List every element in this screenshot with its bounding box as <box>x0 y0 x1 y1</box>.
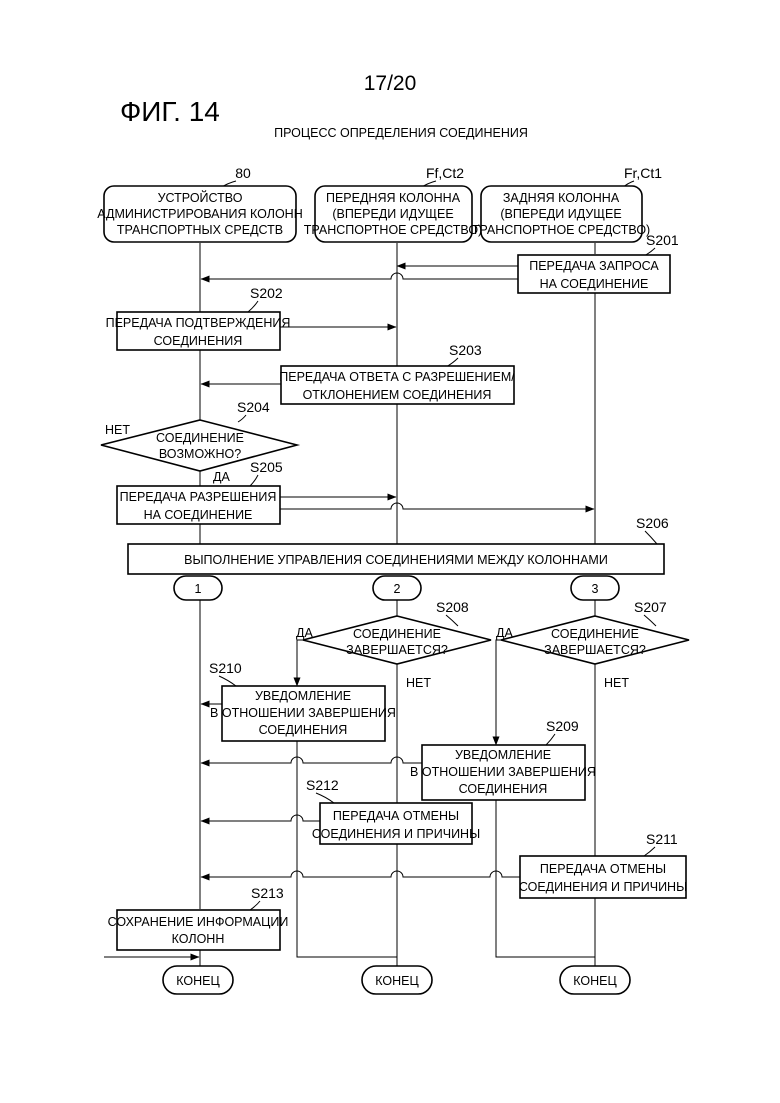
connector-3: 3 <box>571 576 619 600</box>
step-box-s202: ПЕРЕДАЧА ПОДТВЕРЖДЕНИЯ СОЕДИНЕНИЯ <box>106 312 291 350</box>
lane-title-line: (ВПЕРЕДИ ИДУЩЕЕ <box>500 207 621 221</box>
step-ref-s211: S211 <box>646 831 678 847</box>
step-ref-s206: S206 <box>636 515 669 531</box>
step-ref-s205: S205 <box>250 459 283 475</box>
lane-title-line: ЗАДНЯЯ КОЛОННА <box>503 191 620 205</box>
step-text-line: НА СОЕДИНЕНИЕ <box>144 508 253 522</box>
step-text-line: ПЕРЕДАЧА ОТВЕТА С РАЗРЕШЕНИЕМ/ <box>279 370 515 384</box>
decision-s207: СОЕДИНЕНИЕ ЗАВЕРШАЕТСЯ? <box>501 616 689 664</box>
step-text-line: СОЕДИНЕНИЯ И ПРИЧИНЫ <box>312 827 480 841</box>
lane-title-line: ТРАНСПОРТНОЕ СРЕДСТВО) <box>304 223 482 237</box>
figure-label: ФИГ. 14 <box>120 96 220 127</box>
decision-text-line: ВОЗМОЖНО? <box>159 447 241 461</box>
step-text-line: СОХРАНЕНИЕ ИНФОРМАЦИИ <box>108 915 289 929</box>
step-ref-s201: S201 <box>646 232 679 248</box>
end-label: КОНЕЦ <box>375 974 419 988</box>
decision-text-line: СОЕДИНЕНИЕ <box>353 627 441 641</box>
decision-text-line: СОЕДИНЕНИЕ <box>156 431 244 445</box>
connector-label: 1 <box>195 582 202 596</box>
decision-text-line: СОЕДИНЕНИЕ <box>551 627 639 641</box>
decision-no-label-s204: НЕТ <box>105 423 130 437</box>
end-terminal-1: КОНЕЦ <box>163 966 233 994</box>
lane-header-front-platoon: ПЕРЕДНЯЯ КОЛОННА (ВПЕРЕДИ ИДУЩЕЕ ТРАНСПО… <box>304 186 482 242</box>
decision-yes-label-s204: ДА <box>213 470 230 484</box>
lane-ref-administration: 80 <box>235 165 251 181</box>
step-box-s206: ВЫПОЛНЕНИЕ УПРАВЛЕНИЯ СОЕДИНЕНИЯМИ МЕЖДУ… <box>128 544 664 574</box>
step-text-line: НА СОЕДИНЕНИЕ <box>540 277 649 291</box>
step-ref-s202: S202 <box>250 285 283 301</box>
step-text-line: КОЛОНН <box>172 932 225 946</box>
step-text-line: ПЕРЕДАЧА РАЗРЕШЕНИЯ <box>120 490 277 504</box>
step-ref-s207: S207 <box>634 599 667 615</box>
step-ref-s209: S209 <box>546 718 579 734</box>
connector-label: 2 <box>394 582 401 596</box>
step-text-line: УВЕДОМЛЕНИЕ <box>255 689 351 703</box>
step-text-line: СОЕДИНЕНИЯ <box>459 782 548 796</box>
step-box-s211: ПЕРЕДАЧА ОТМЕНЫ СОЕДИНЕНИЯ И ПРИЧИНЫ <box>519 856 687 898</box>
step-box-s203: ПЕРЕДАЧА ОТВЕТА С РАЗРЕШЕНИЕМ/ ОТКЛОНЕНИ… <box>279 366 515 404</box>
lane-header-rear-platoon: ЗАДНЯЯ КОЛОННА (ВПЕРЕДИ ИДУЩЕЕ ТРАНСПОРТ… <box>472 186 650 242</box>
lane-title-line: УСТРОЙСТВО <box>158 190 243 205</box>
end-label: КОНЕЦ <box>176 974 220 988</box>
step-ref-s210: S210 <box>209 660 242 676</box>
step-text-line: СОЕДИНЕНИЯ И ПРИЧИНЫ <box>519 880 687 894</box>
step-box-s212: ПЕРЕДАЧА ОТМЕНЫ СОЕДИНЕНИЯ И ПРИЧИНЫ <box>312 803 480 844</box>
lane-header-administration: УСТРОЙСТВО АДМИНИСТРИРОВАНИЯ КОЛОНН ТРАН… <box>97 186 302 242</box>
step-box-s213: СОХРАНЕНИЕ ИНФОРМАЦИИ КОЛОНН <box>108 910 289 950</box>
step-ref-s212: S212 <box>306 777 339 793</box>
step-ref-s203: S203 <box>449 342 482 358</box>
step-box-s209: УВЕДОМЛЕНИЕ В ОТНОШЕНИИ ЗАВЕРШЕНИЯ СОЕДИ… <box>410 745 596 800</box>
connector-1: 1 <box>174 576 222 600</box>
lane-ref-front-platoon: Ff,Ct2 <box>426 165 464 181</box>
step-text-line: ОТКЛОНЕНИЕМ СОЕДИНЕНИЯ <box>303 388 492 402</box>
decision-text-line: ЗАВЕРШАЕТСЯ? <box>544 643 646 657</box>
step-text-line: ВЫПОЛНЕНИЕ УПРАВЛЕНИЯ СОЕДИНЕНИЯМИ МЕЖДУ… <box>184 553 608 567</box>
lane-title-line: АДМИНИСТРИРОВАНИЯ КОЛОНН <box>97 207 302 221</box>
step-ref-s204: S204 <box>237 399 270 415</box>
connector-2: 2 <box>373 576 421 600</box>
step-text-line: В ОТНОШЕНИИ ЗАВЕРШЕНИЯ <box>410 765 596 779</box>
page-number: 17/20 <box>364 72 417 95</box>
end-terminal-3: КОНЕЦ <box>560 966 630 994</box>
process-title: ПРОЦЕСС ОПРЕДЕЛЕНИЯ СОЕДИНЕНИЯ <box>274 126 528 140</box>
end-terminal-2: КОНЕЦ <box>362 966 432 994</box>
step-text-line: СОЕДИНЕНИЯ <box>259 723 348 737</box>
step-text-line: ПЕРЕДАЧА ОТМЕНЫ <box>540 862 666 876</box>
step-box-s210: УВЕДОМЛЕНИЕ В ОТНОШЕНИИ ЗАВЕРШЕНИЯ СОЕДИ… <box>210 686 396 741</box>
lane-title-line: ПЕРЕДНЯЯ КОЛОННА <box>326 191 461 205</box>
step-text-line: СОЕДИНЕНИЯ <box>154 334 243 348</box>
decision-s208: СОЕДИНЕНИЕ ЗАВЕРШАЕТСЯ? <box>303 616 491 664</box>
decision-no-label-s208: НЕТ <box>406 676 431 690</box>
step-ref-s208: S208 <box>436 599 469 615</box>
connector-label: 3 <box>592 582 599 596</box>
step-text-line: ПЕРЕДАЧА ОТМЕНЫ <box>333 809 459 823</box>
lane-title-line: ТРАНСПОРТНЫХ СРЕДСТВ <box>117 223 283 237</box>
step-text-line: В ОТНОШЕНИИ ЗАВЕРШЕНИЯ <box>210 706 396 720</box>
step-box-s201: ПЕРЕДАЧА ЗАПРОСА НА СОЕДИНЕНИЕ <box>518 255 670 293</box>
step-ref-s213: S213 <box>251 885 284 901</box>
step-text-line: ПЕРЕДАЧА ПОДТВЕРЖДЕНИЯ <box>106 316 291 330</box>
step-text-line: ПЕРЕДАЧА ЗАПРОСА <box>529 259 659 273</box>
end-label: КОНЕЦ <box>573 974 617 988</box>
lane-ref-rear-platoon: Fr,Ct1 <box>624 165 662 181</box>
step-text-line: УВЕДОМЛЕНИЕ <box>455 748 551 762</box>
lane-title-line: (ВПЕРЕДИ ИДУЩЕЕ <box>332 207 453 221</box>
step-box-s205: ПЕРЕДАЧА РАЗРЕШЕНИЯ НА СОЕДИНЕНИЕ <box>117 486 280 524</box>
decision-text-line: ЗАВЕРШАЕТСЯ? <box>346 643 448 657</box>
decision-no-label-s207: НЕТ <box>604 676 629 690</box>
lane-title-line: ТРАНСПОРТНОЕ СРЕДСТВО) <box>472 223 650 237</box>
